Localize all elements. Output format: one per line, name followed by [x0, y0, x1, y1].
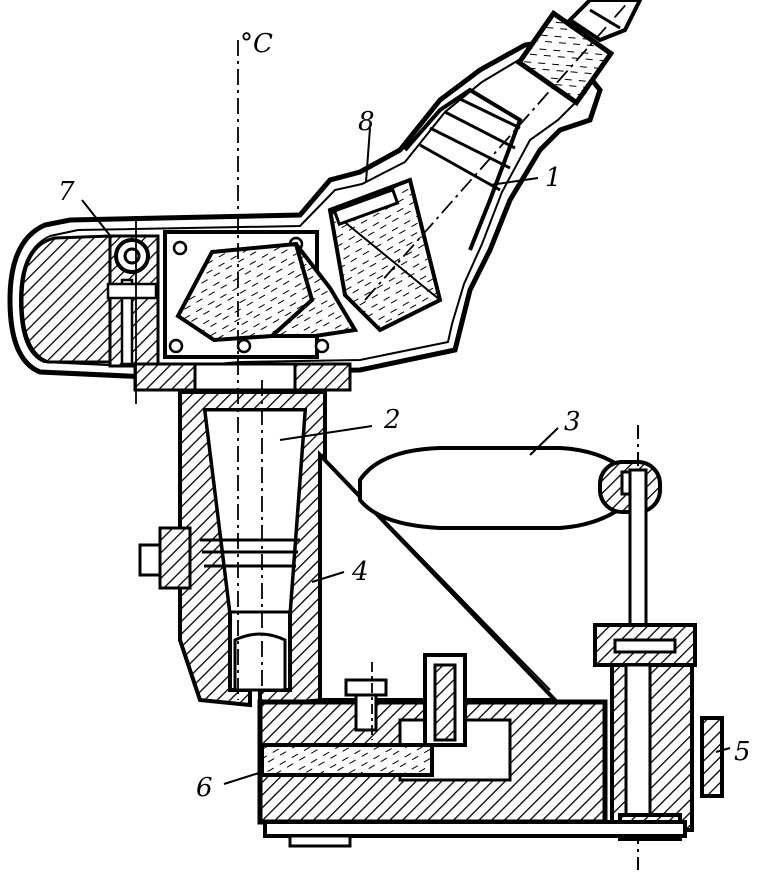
callout-label-3: 3: [564, 407, 581, 437]
callout-label-2: 2: [383, 405, 401, 435]
focus-rod: [593, 425, 724, 870]
knurled-eyepiece-ring: [515, 9, 615, 107]
callout-label-4: 4: [351, 557, 369, 587]
lamp-housing: [358, 446, 662, 530]
callout-label-7: 7: [58, 177, 75, 207]
callout-label-6: 6: [196, 773, 213, 803]
callout-label-5: 5: [734, 737, 751, 767]
callout-label-8: 8: [358, 107, 375, 137]
optical-axes: [135, 0, 631, 740]
rear-block: [20, 234, 112, 364]
base: [257, 653, 687, 848]
eyepiece-tube: [403, 0, 643, 251]
objective-column: [138, 390, 327, 708]
callout-label-1: 1: [545, 163, 562, 193]
prism-main: [175, 241, 359, 343]
prism-secondary: [327, 177, 443, 333]
leader-lines: [81, 127, 731, 785]
focus-knob: [700, 716, 724, 798]
axis-label-degC: °C: [240, 29, 273, 59]
